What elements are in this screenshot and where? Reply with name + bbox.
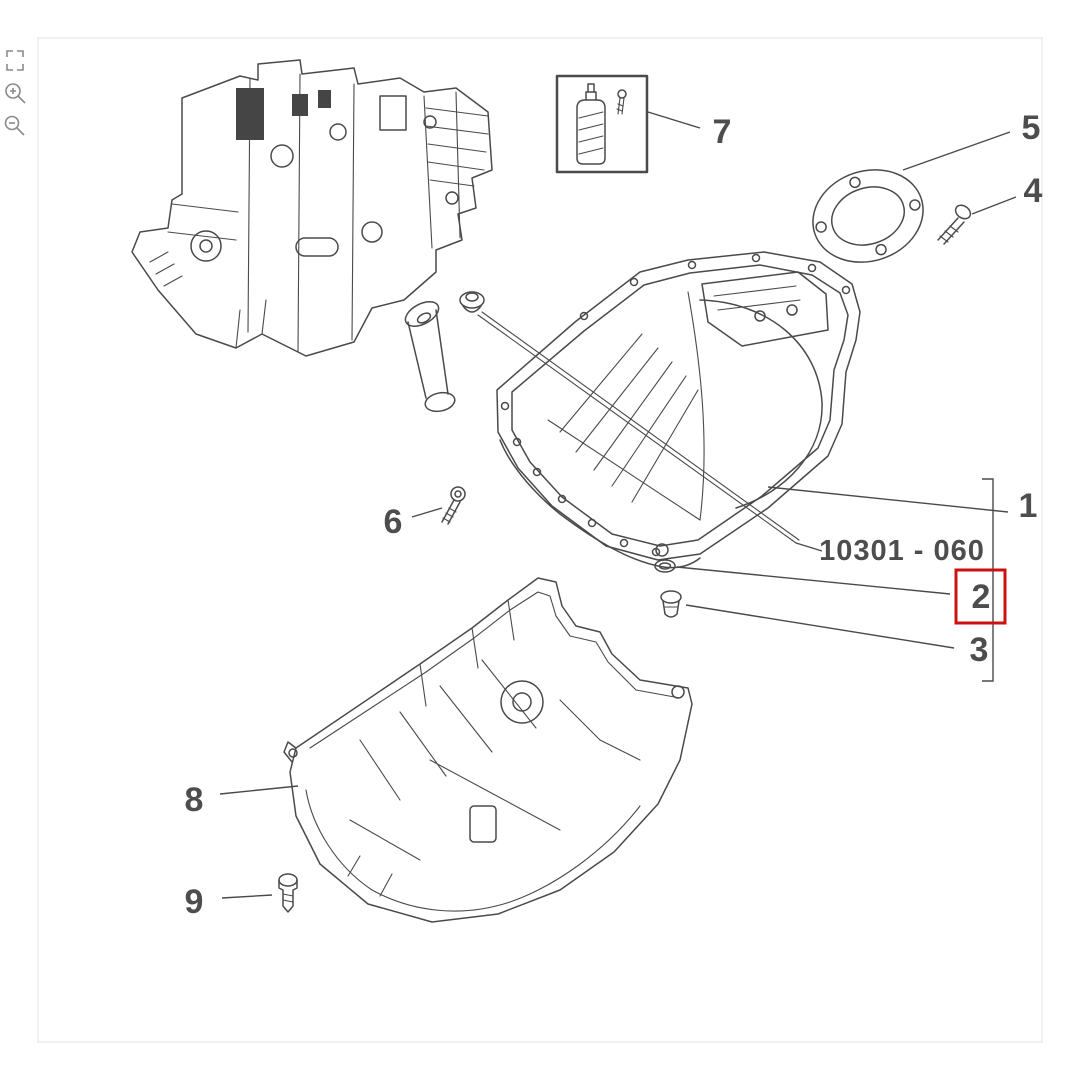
drain-plug-drawing xyxy=(660,590,682,618)
callout-6[interactable]: 6 xyxy=(384,503,403,541)
bolt-9-drawing xyxy=(278,873,298,913)
leader-6 xyxy=(411,507,443,518)
oil-sump-drawing xyxy=(496,251,861,569)
highlight-box-callout-2 xyxy=(954,568,1007,625)
sealant-kit-drawing xyxy=(555,74,649,174)
o-ring-drawing xyxy=(654,559,676,573)
part-code-label: 10301 - 060 xyxy=(819,535,985,567)
zoom-out-icon[interactable] xyxy=(4,115,25,136)
viewer-toolbar xyxy=(4,50,26,136)
callout-1[interactable]: 1 xyxy=(1019,487,1038,525)
callout-7[interactable]: 7 xyxy=(713,113,732,151)
leader-5 xyxy=(902,131,1011,171)
engine-block-drawing xyxy=(131,59,493,357)
leader-1 xyxy=(767,486,1009,513)
bolt-6-drawing xyxy=(441,486,466,525)
bolt-4-drawing xyxy=(937,204,972,245)
breather-plug-drawing xyxy=(459,291,485,313)
dipstick-tube-drawing xyxy=(404,301,456,413)
callout-5[interactable]: 5 xyxy=(1022,109,1041,147)
leader-9 xyxy=(221,894,273,899)
leader-lines xyxy=(219,111,1017,899)
fit-to-screen-icon[interactable] xyxy=(6,50,24,71)
callout-2[interactable]: 2 xyxy=(972,578,991,616)
leader-7 xyxy=(647,111,701,129)
canvas-border xyxy=(37,37,1043,1043)
lower-sump-cover-drawing xyxy=(283,577,693,923)
zoom-in-icon[interactable] xyxy=(5,83,26,104)
callout-4[interactable]: 4 xyxy=(1024,172,1043,210)
leader-part-code xyxy=(795,542,823,552)
seal-gasket-drawing xyxy=(812,169,924,263)
leader-3 xyxy=(685,604,955,649)
callout-8[interactable]: 8 xyxy=(185,781,204,819)
leader-8 xyxy=(219,785,299,795)
dipstick-line xyxy=(477,311,800,544)
group-bracket xyxy=(982,478,994,682)
leader-4 xyxy=(971,196,1017,215)
leader-2 xyxy=(676,566,951,595)
callout-9[interactable]: 9 xyxy=(185,883,204,921)
callout-3[interactable]: 3 xyxy=(970,631,989,669)
